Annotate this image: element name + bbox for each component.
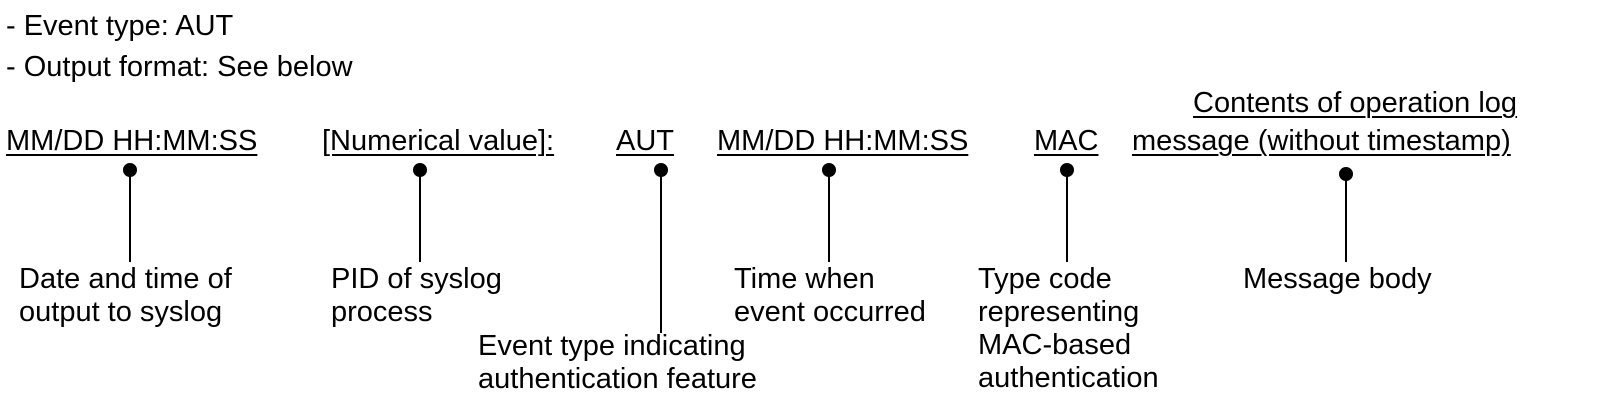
desc-event-time: Time when event occurred bbox=[734, 263, 926, 328]
desc-event-type: Event type indicating authentication fea… bbox=[478, 330, 757, 395]
field-type-code: MAC bbox=[1034, 125, 1099, 157]
desc-timestamp: Date and time of output to syslog bbox=[19, 263, 232, 328]
field-event-type: AUT bbox=[616, 125, 674, 157]
connector-dot-message bbox=[1339, 167, 1353, 181]
field-event-time: MM/DD HH:MM:SS bbox=[717, 125, 969, 157]
field-message-line1: Contents of operation log bbox=[1193, 87, 1518, 119]
event-type-line: - Event type: AUT bbox=[6, 10, 234, 42]
field-timestamp: MM/DD HH:MM:SS bbox=[6, 125, 258, 157]
connector-dot-pid bbox=[413, 163, 427, 177]
desc-type-code: Type code representing MAC-based authent… bbox=[978, 263, 1159, 394]
desc-pid: PID of syslog process bbox=[331, 263, 502, 328]
connector-dot-timestamp bbox=[123, 163, 137, 177]
output-format-line: - Output format: See below bbox=[6, 51, 353, 83]
connector-dot-event-time bbox=[822, 163, 836, 177]
field-message-line2: message (without timestamp) bbox=[1132, 125, 1511, 157]
connector-dot-type-code bbox=[1060, 163, 1074, 177]
connector-dot-event-type bbox=[654, 163, 668, 177]
desc-message: Message body bbox=[1243, 263, 1432, 295]
field-pid: [Numerical value]: bbox=[322, 125, 555, 157]
